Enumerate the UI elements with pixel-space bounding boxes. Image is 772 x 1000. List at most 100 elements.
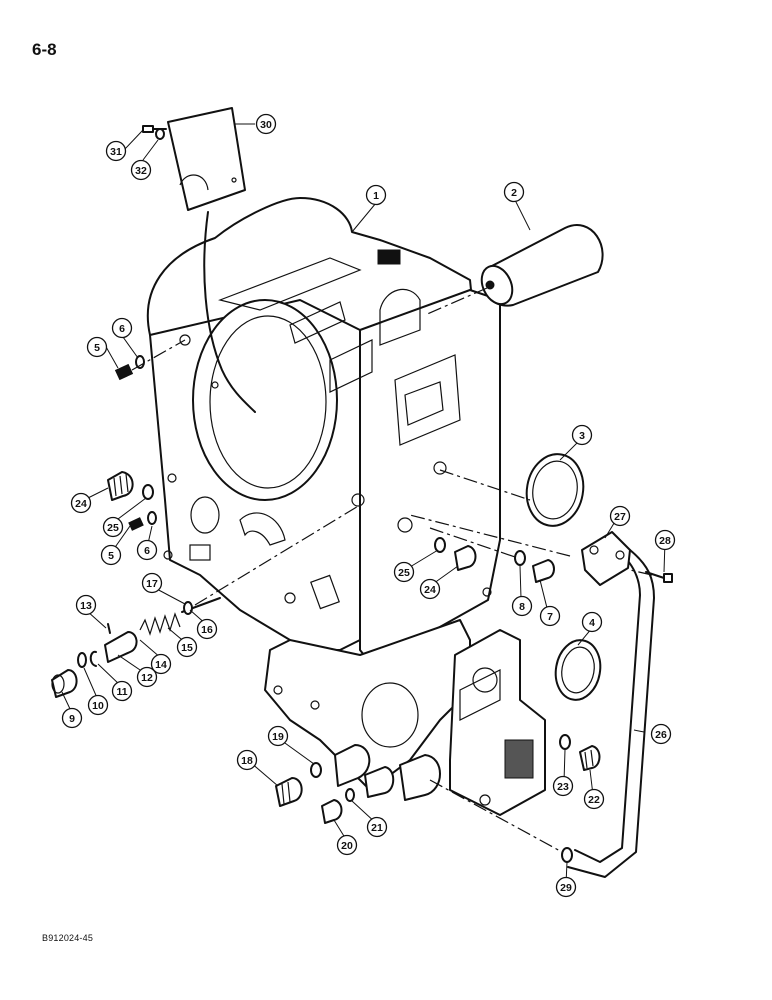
callout-25: 25	[102, 516, 124, 538]
washer-16	[183, 601, 193, 615]
svg-text:31: 31	[110, 146, 122, 158]
svg-text:32: 32	[135, 165, 147, 177]
spring-14-15	[139, 612, 181, 636]
callout-8: 8	[511, 595, 533, 617]
callout-24: 24	[70, 492, 92, 514]
svg-text:13: 13	[80, 600, 92, 612]
screw-5-upper	[114, 363, 134, 381]
svg-text:3: 3	[579, 430, 585, 442]
callout-4: 4	[581, 611, 603, 633]
oil-filter	[480, 224, 604, 307]
svg-text:16: 16	[201, 624, 213, 636]
callout-16: 16	[196, 618, 218, 640]
callout-13: 13	[75, 594, 97, 616]
callout-3: 3	[571, 424, 593, 446]
svg-text:4: 4	[589, 617, 595, 629]
callout-29: 29	[555, 876, 577, 898]
screw-5-lower	[128, 517, 144, 531]
svg-text:11: 11	[116, 686, 127, 698]
plug-9	[51, 669, 78, 698]
callout-12: 12	[136, 666, 158, 688]
callout-32: 32	[130, 159, 152, 181]
svg-text:30: 30	[260, 119, 272, 131]
svg-text:1: 1	[373, 190, 379, 202]
bolt-28	[645, 571, 673, 583]
plug-24b	[454, 545, 477, 571]
callout-6: 6	[111, 317, 133, 339]
svg-text:28: 28	[659, 535, 671, 547]
oring-10	[77, 652, 87, 668]
seal-4	[554, 639, 602, 701]
fitting-7	[532, 559, 555, 583]
svg-text:26: 26	[655, 729, 667, 741]
svg-text:15: 15	[181, 642, 193, 654]
oring-25a	[142, 484, 154, 500]
callout-21: 21	[366, 816, 388, 838]
svg-text:17: 17	[146, 578, 158, 590]
callout-17: 17	[141, 572, 163, 594]
svg-text:25: 25	[107, 522, 119, 534]
callout-bubbles: 1 2 3 4 5 6 7 8 9 10 11 12 13 14 15 16 1…	[61, 113, 676, 898]
svg-text:19: 19	[272, 731, 284, 743]
plug-22	[579, 745, 601, 771]
callout-22: 22	[583, 788, 605, 810]
seal-3	[525, 453, 585, 527]
svg-text:9: 9	[69, 713, 75, 725]
callout-19: 19	[267, 725, 289, 747]
callout-30: 30	[255, 113, 277, 135]
svg-text:12: 12	[141, 672, 153, 684]
svg-text:22: 22	[588, 794, 600, 806]
svg-text:5: 5	[94, 342, 100, 354]
svg-text:24: 24	[75, 498, 87, 510]
oring-6-lower	[147, 511, 157, 525]
dipstick-tube	[203, 211, 256, 413]
svg-text:5: 5	[108, 550, 114, 562]
document-code: B912024-45	[42, 933, 94, 943]
snap-ring-11	[89, 650, 97, 667]
svg-text:6: 6	[144, 545, 150, 557]
oring-25b	[434, 537, 446, 553]
svg-text:18: 18	[241, 755, 253, 767]
svg-text:24: 24	[424, 584, 436, 596]
dipstick-plate	[167, 107, 246, 211]
svg-text:10: 10	[92, 700, 104, 712]
svg-text:25: 25	[398, 567, 410, 579]
plug-24a	[107, 471, 134, 501]
callout-31: 31	[105, 140, 127, 162]
callout-11: 11	[111, 680, 133, 702]
callout-25-right: 25	[393, 561, 415, 583]
callout-27: 27	[609, 505, 631, 527]
oring-23	[559, 734, 571, 750]
oring-8	[514, 550, 526, 566]
callout-23: 23	[552, 775, 574, 797]
plug-18	[275, 777, 303, 807]
svg-text:7: 7	[547, 611, 553, 623]
callout-2: 2	[503, 181, 525, 203]
callout-26: 26	[650, 723, 672, 745]
callout-15: 15	[176, 636, 198, 658]
callout-18: 18	[236, 749, 258, 771]
oring-19	[310, 762, 322, 778]
svg-text:29: 29	[560, 882, 572, 894]
svg-text:20: 20	[341, 840, 353, 852]
callout-9: 9	[61, 707, 83, 729]
callout-6-lower: 6	[136, 539, 158, 561]
callout-1: 1	[365, 184, 387, 206]
svg-text:2: 2	[511, 187, 517, 199]
callout-14: 14	[150, 653, 172, 675]
svg-text:8: 8	[519, 601, 525, 613]
pin-13	[107, 623, 111, 634]
callout-20: 20	[336, 834, 358, 856]
callout-24-right: 24	[419, 578, 441, 600]
oil-tube	[567, 547, 655, 878]
callout-10: 10	[87, 694, 109, 716]
callout-28: 28	[654, 529, 676, 551]
svg-text:21: 21	[371, 822, 383, 834]
svg-text:14: 14	[155, 659, 167, 671]
oring-29	[561, 847, 573, 863]
page-number: 6-8	[32, 40, 57, 59]
callout-7: 7	[539, 605, 561, 627]
oring-6-upper	[135, 355, 145, 369]
svg-text:23: 23	[557, 781, 569, 793]
